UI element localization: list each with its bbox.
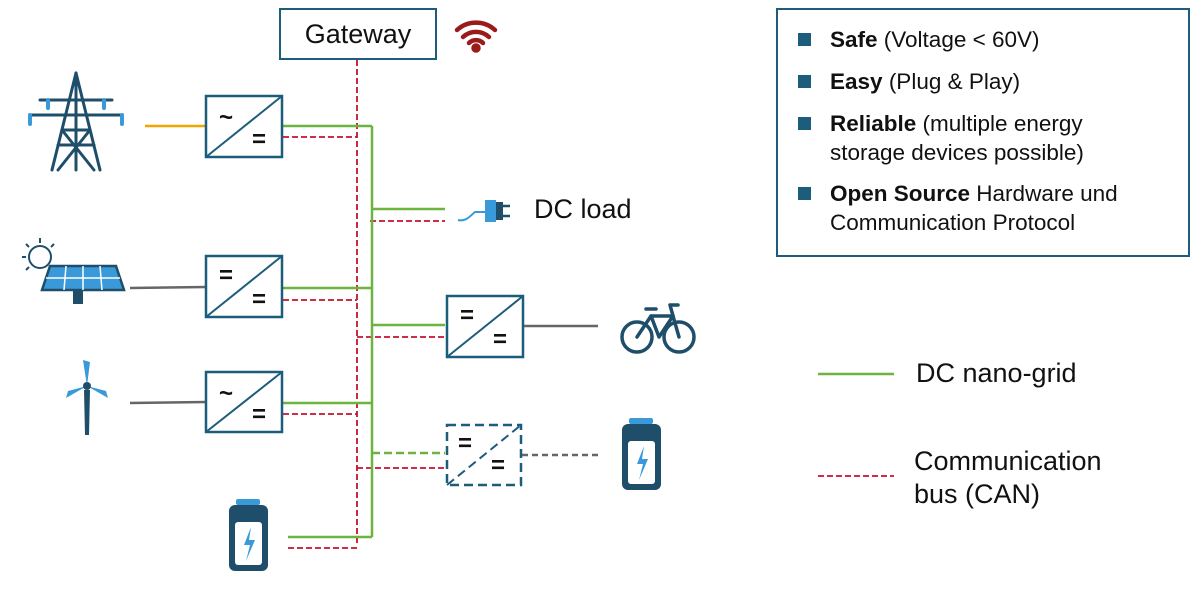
wind-turbine-icon	[66, 360, 108, 435]
feature-description: (multiple energy storage devices possibl…	[830, 111, 1084, 165]
wind-line	[129, 400, 207, 405]
legend-dc-grid-label: DC nano-grid	[916, 358, 1077, 388]
converter-ac-dc-wind	[204, 370, 284, 434]
power-pylon-icon	[28, 71, 124, 172]
bullet-square-icon	[798, 187, 811, 200]
feature-description: (Voltage < 60V)	[877, 27, 1040, 52]
feature-item: Safe (Voltage < 60V)	[794, 25, 1164, 54]
bullet-square-icon	[798, 75, 811, 88]
bullet-square-icon	[798, 117, 811, 130]
converter-dc-dc-pv	[204, 254, 284, 319]
feature-title: Open Source	[830, 181, 971, 206]
battery-right-icon	[622, 418, 661, 490]
feature-title: Reliable	[830, 111, 917, 136]
features-box: Safe (Voltage < 60V) Easy (Plug & Play) …	[776, 8, 1190, 257]
dc-load-label: DC load	[534, 194, 632, 224]
solar-panel-icon	[22, 238, 126, 304]
legend-comm-bus-label: Communication bus (CAN)	[914, 446, 1102, 509]
bicycle-icon	[620, 303, 696, 354]
communication-bus	[283, 60, 445, 549]
plug-icon	[457, 200, 510, 222]
converter-dc-dc-optional	[445, 423, 523, 487]
converter-dc-symbol: =	[252, 401, 267, 428]
dc-grid-bus	[283, 124, 445, 539]
converter-ac-symbol: ~	[219, 380, 234, 407]
feature-item: Open Source Hardware und Communication P…	[794, 179, 1174, 237]
converter-dc-symbol: =	[252, 126, 267, 153]
gateway-label: Gateway	[304, 18, 412, 49]
feature-title: Safe	[830, 27, 878, 52]
feature-description: (Plug & Play)	[882, 69, 1021, 94]
converter-dc-symbol: =	[460, 302, 475, 329]
pv-line	[129, 285, 207, 290]
bullet-square-icon	[798, 33, 811, 46]
converter-dc-symbol: =	[219, 262, 234, 289]
gateway-box: Gateway	[279, 8, 437, 60]
converter-dc-symbol: =	[252, 286, 267, 313]
feature-item: Reliable (multiple energy storage device…	[794, 109, 1144, 167]
converter-ac-symbol: ~	[219, 104, 234, 131]
converter-dc-dc-bike	[445, 294, 525, 359]
feature-title: Easy	[830, 69, 883, 94]
battery-icon	[229, 499, 268, 571]
converter-dc-symbol: =	[458, 430, 473, 457]
feature-description: Hardware und Communication Protocol	[830, 181, 1118, 235]
wifi-icon	[454, 20, 498, 53]
feature-item: Easy (Plug & Play)	[794, 67, 1164, 96]
converter-dc-symbol: =	[493, 326, 508, 353]
converter-dc-symbol: =	[491, 452, 506, 479]
converter-ac-dc-grid	[204, 94, 284, 159]
